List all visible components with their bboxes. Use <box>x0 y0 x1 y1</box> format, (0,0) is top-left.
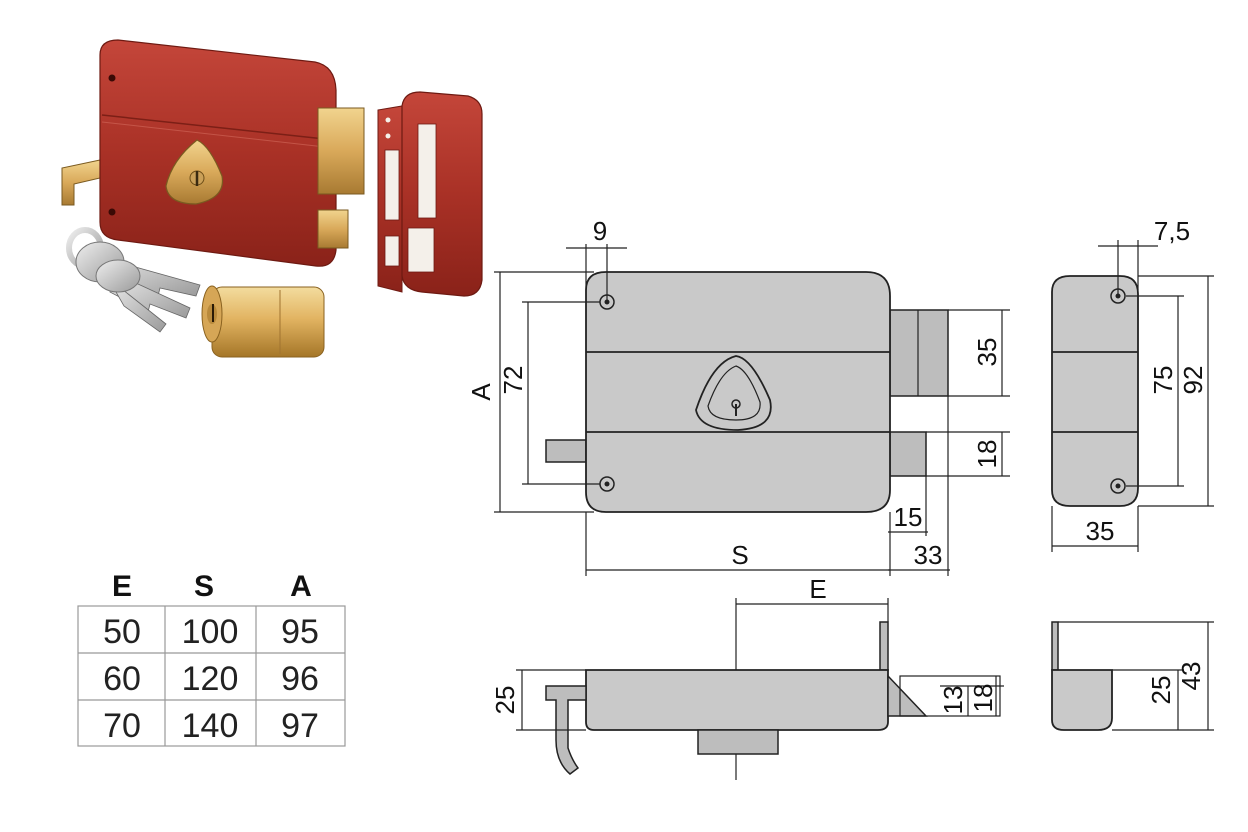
dim-hole-spacing: 72 <box>498 366 528 395</box>
table-cell: 50 <box>103 613 141 651</box>
dim-latch-projection: 15 <box>894 502 923 532</box>
table-cell: 95 <box>281 613 319 651</box>
lock-cylinder <box>201 285 325 358</box>
end-body-drawing <box>1051 669 1113 731</box>
hook-stub <box>545 439 587 463</box>
table-cell: 70 <box>103 707 141 745</box>
end-view: 25 43 <box>1051 621 1214 731</box>
dim-side-width: 35 <box>1086 516 1115 546</box>
side-view: 7,5 75 92 35 <box>1051 216 1214 552</box>
screw-hole <box>108 74 116 82</box>
front-view: 9 A 72 35 18 15 33 S <box>466 216 1010 576</box>
table-cell: 140 <box>182 707 239 745</box>
side-body-drawing <box>1051 275 1139 507</box>
dim-backset-e: E <box>809 574 826 604</box>
deadbolt <box>317 107 365 195</box>
dim-bolt-height: 35 <box>972 338 1002 367</box>
bottom-view: E 25 13 18 <box>490 574 1004 780</box>
dim-latch-a: 13 <box>938 686 968 715</box>
deadbolt-drawing <box>889 309 949 397</box>
dim-height-a: A <box>466 383 496 401</box>
table-cell: 100 <box>182 613 239 651</box>
dim-width-s: S <box>731 540 748 570</box>
dim-bolt-projection: 33 <box>914 540 943 570</box>
table-cell: 120 <box>182 660 239 698</box>
product-photo <box>61 39 483 358</box>
dim-latch-b: 18 <box>968 684 998 713</box>
keys <box>66 227 201 333</box>
table-header-s: S <box>194 570 214 603</box>
table-cell: 60 <box>103 660 141 698</box>
dim-end-total: 43 <box>1176 662 1206 691</box>
table-cell: 96 <box>281 660 319 698</box>
table-cell: 97 <box>281 707 319 745</box>
dimension-table: E S A 50 100 95 60 120 96 70 140 97 <box>77 570 346 747</box>
dim-latch-height: 18 <box>972 440 1002 469</box>
hook-bar <box>61 159 101 206</box>
dim-side-hole-offset: 7,5 <box>1154 216 1190 246</box>
screw-hole <box>108 208 116 216</box>
dim-side-height: 92 <box>1178 366 1208 395</box>
keyhole-drawing <box>695 355 772 431</box>
lock-body <box>99 39 337 267</box>
dim-bottom-depth: 25 <box>490 686 520 715</box>
dim-end-depth: 25 <box>1146 676 1176 705</box>
table-header-a: A <box>290 570 312 603</box>
lock-seam <box>101 114 335 141</box>
dim-hole-offset: 9 <box>593 216 607 246</box>
latch-drawing <box>889 431 927 477</box>
dim-side-hole-spacing: 75 <box>1148 366 1178 395</box>
bottom-body-drawing <box>585 669 889 731</box>
latch-bolt <box>317 209 349 249</box>
table-header-e: E <box>112 570 132 603</box>
